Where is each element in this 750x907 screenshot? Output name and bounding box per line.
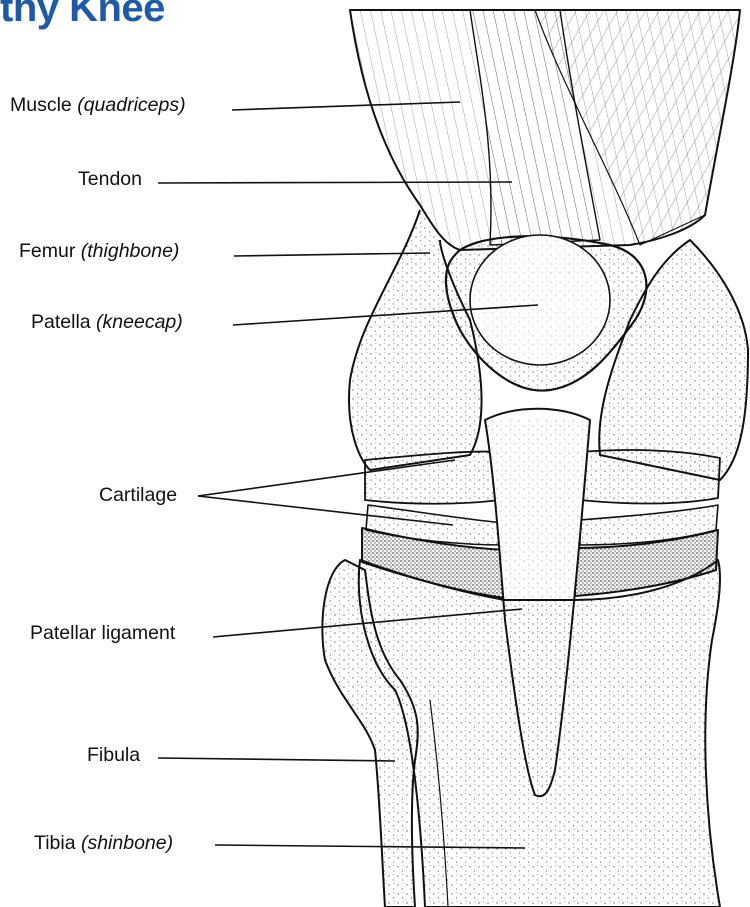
label-femur: Femur (thighbone)	[19, 242, 179, 262]
label-cartilage: Cartilage	[99, 486, 177, 506]
label-fibula: Fibula	[87, 746, 140, 766]
leader-tendon	[158, 182, 512, 183]
label-muscle: Muscle (quadriceps)	[10, 96, 186, 116]
label-patella: Patella (kneecap)	[31, 313, 183, 333]
label-tibia: Tibia (shinbone)	[34, 834, 173, 854]
label-patellar-ligament: Patellar ligament	[30, 624, 175, 644]
leader-fibula	[158, 758, 395, 761]
label-tendon: Tendon	[78, 170, 142, 190]
